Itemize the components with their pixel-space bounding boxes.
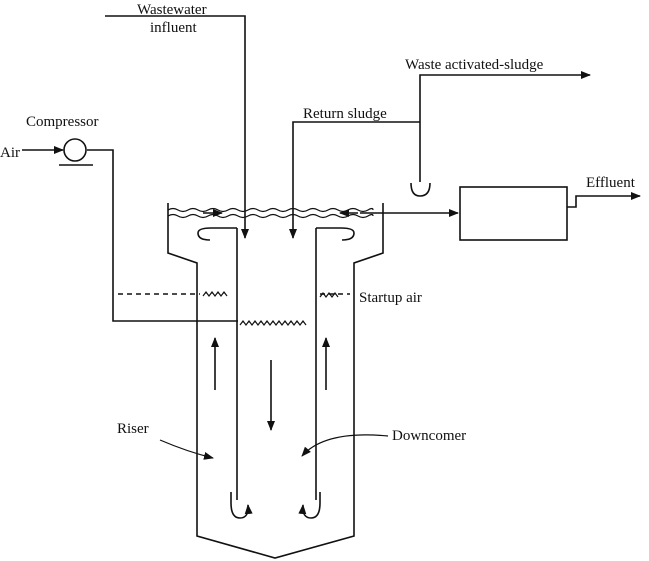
- waste-sludge-line: [411, 75, 590, 196]
- wastewater-label-line2: influent: [150, 20, 197, 36]
- clarifier-tank: [460, 187, 567, 240]
- air-label: Air: [0, 145, 20, 161]
- return-sludge-line: [293, 122, 420, 238]
- bottom-flow-curl-left: [231, 492, 248, 518]
- effluent-line: [567, 196, 640, 207]
- wastewater-influent-line: [105, 16, 245, 238]
- compressor-label: Compressor: [26, 114, 99, 130]
- downcomer-pointer: [302, 435, 388, 456]
- return-sludge-label: Return sludge: [303, 106, 387, 122]
- downcomer-shaft: [211, 228, 341, 500]
- riser-label: Riser: [117, 421, 149, 437]
- bottom-flow-curl-right: [303, 492, 320, 518]
- compressor-icon: [59, 139, 93, 165]
- waste-sludge-label: Waste activated-sludge: [405, 57, 544, 73]
- head-tank: [168, 203, 383, 558]
- liquid-surface: [168, 209, 373, 212]
- riser-pointer: [160, 440, 213, 458]
- startup-air-label: Startup air: [359, 290, 422, 306]
- effluent-label: Effluent: [586, 175, 636, 191]
- startup-air-bubbles: [240, 321, 306, 325]
- downcomer-label: Downcomer: [392, 428, 466, 444]
- waste-sludge-hook: [411, 183, 430, 196]
